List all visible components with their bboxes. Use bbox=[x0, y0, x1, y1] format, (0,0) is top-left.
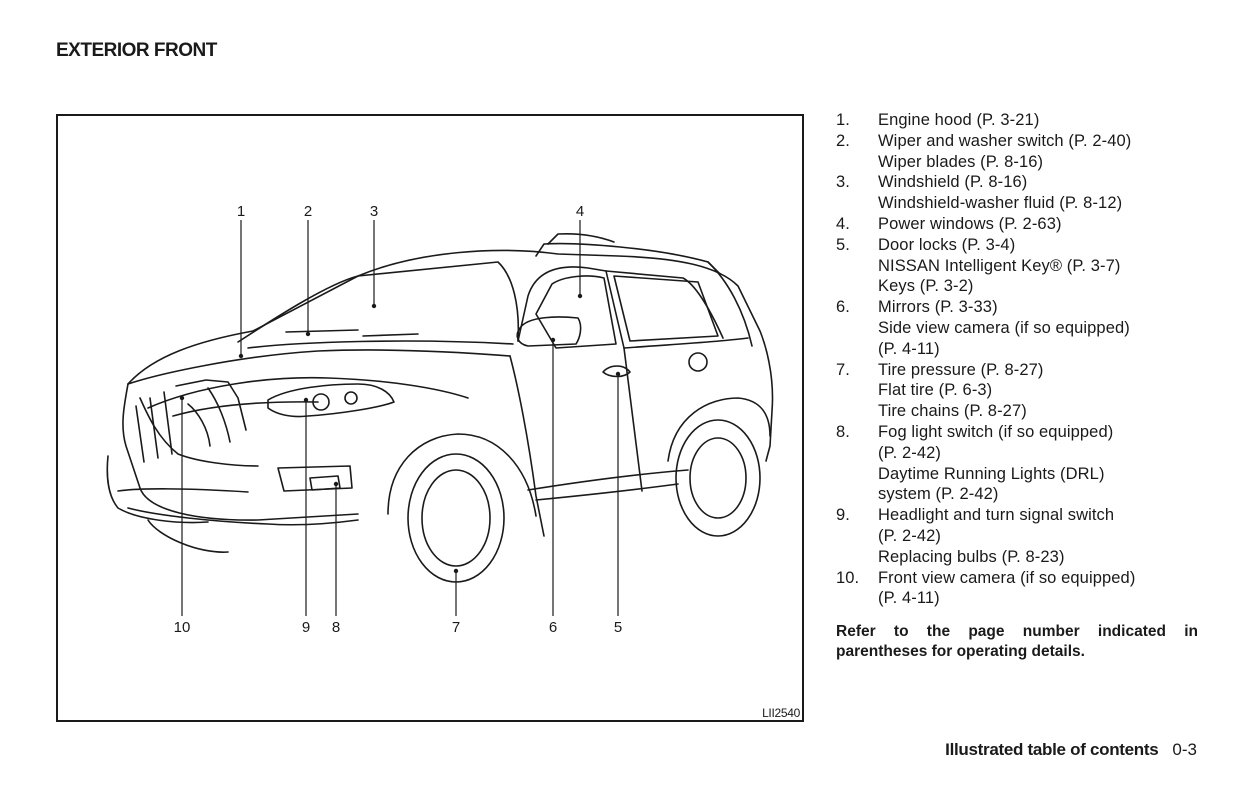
list-item-text: NISSAN Intelligent Key® (P. 3-7) bbox=[878, 256, 1121, 275]
callout-leader-lines bbox=[181, 220, 619, 616]
list-item: 10. Front view camera (if so equipped) (P.… bbox=[836, 568, 1206, 610]
list-item-number: 7. bbox=[836, 360, 850, 379]
callout-5: 5 bbox=[614, 619, 622, 636]
list-item: 8. Fog light switch (if so equipped) (P. 2… bbox=[836, 422, 1206, 505]
list-item: 2. Wiper and washer switch (P. 2-40) Wiper… bbox=[836, 131, 1206, 173]
list-item-number: 1. bbox=[836, 111, 850, 129]
list-item-text: Windshield-washer fluid (P. 8-12) bbox=[878, 194, 1123, 213]
callout-8: 8 bbox=[332, 619, 340, 636]
component-list: 1. Engine hood (P. 3-21) 2. Wiper and washe… bbox=[836, 110, 1206, 609]
callout-3: 3 bbox=[370, 203, 378, 220]
list-item: 4. Power windows (P. 2-63) bbox=[836, 214, 1206, 235]
list-item-text: Power windows (P. 2-63) bbox=[878, 214, 1062, 233]
list-item-text: Fog light switch (if so equipped) bbox=[878, 422, 1114, 441]
page-number: 0-3 bbox=[1172, 740, 1197, 759]
callout-1: 1 bbox=[237, 203, 245, 220]
list-item-text: (P. 4-11) bbox=[878, 589, 940, 608]
callout-6: 6 bbox=[549, 619, 557, 636]
reference-note: Refer to the page number indicated in pa… bbox=[836, 623, 1198, 660]
callout-10: 10 bbox=[174, 619, 191, 636]
list-item-text: Mirrors (P. 3-33) bbox=[878, 298, 998, 317]
list-item: 5. Door locks (P. 3-4) NISSAN Intelligent … bbox=[836, 235, 1206, 297]
list-item-text: Tire chains (P. 8-27) bbox=[878, 402, 1027, 421]
section-title: EXTERIOR FRONT bbox=[56, 40, 217, 61]
list-item: 6. Mirrors (P. 3-33)Side view camera (if … bbox=[836, 297, 1206, 359]
list-item-text: Door locks (P. 3-4) bbox=[878, 235, 1016, 254]
list-item-number: 6. bbox=[836, 298, 850, 317]
list-item-text: Daytime Running Lights (DRL) bbox=[878, 464, 1105, 483]
figure-code: LII2540 bbox=[762, 706, 800, 720]
list-item-text: (P. 2-42) bbox=[878, 443, 941, 462]
list-item: 3. Windshield (P. 8-16) Windshield-washer … bbox=[836, 172, 1206, 214]
list-item-text: Keys (P. 3-2) bbox=[878, 277, 974, 296]
list-item-text: Side view camera (if so equipped) bbox=[878, 318, 1130, 337]
list-item-text: Engine hood (P. 3-21) bbox=[878, 111, 1040, 129]
page-footer: Illustrated table of contents 0-3 bbox=[945, 740, 1197, 760]
list-item: 7. Tire pressure (P. 8-27) Flat tire (P. 6… bbox=[836, 360, 1206, 422]
list-item-number: 10. bbox=[836, 568, 860, 587]
list-item: 1. Engine hood (P. 3-21) bbox=[836, 110, 1206, 131]
list-item-text: (P. 4-11) bbox=[878, 339, 940, 358]
vehicle-illustration: 1 2 3 4 5 6 7 8 9 10 LII2540 bbox=[56, 114, 804, 722]
callout-7: 7 bbox=[452, 619, 460, 636]
list-item-text: Flat tire (P. 6-3) bbox=[878, 381, 993, 400]
list-item-number: 8. bbox=[836, 422, 850, 441]
list-item-number: 3. bbox=[836, 173, 850, 192]
vehicle-outline bbox=[106, 233, 774, 583]
list-item-text: Tire pressure (P. 8-27) bbox=[878, 360, 1044, 379]
list-item-text: Wiper and washer switch (P. 2-40) bbox=[878, 131, 1132, 150]
list-item-number: 4. bbox=[836, 214, 850, 233]
callout-4: 4 bbox=[576, 203, 584, 220]
list-item-text: (P. 2-42) bbox=[878, 526, 941, 545]
list-item-number: 5. bbox=[836, 235, 850, 254]
list-item-number: 9. bbox=[836, 506, 850, 525]
callout-9: 9 bbox=[302, 619, 310, 636]
list-item-text: Headlight and turn signal switch bbox=[878, 506, 1115, 525]
list-item-number: 2. bbox=[836, 131, 850, 150]
suv-line-drawing: 1 2 3 4 5 6 7 8 9 10 bbox=[106, 203, 774, 636]
callout-2: 2 bbox=[304, 203, 312, 220]
list-item: 9. Headlight and turn signal switch(P. 2-… bbox=[836, 505, 1206, 567]
list-item-text: Replacing bulbs (P. 8-23) bbox=[878, 547, 1065, 566]
callout-dots bbox=[179, 293, 621, 574]
list-item-text: Front view camera (if so equipped) bbox=[878, 568, 1136, 587]
list-item-text: Windshield (P. 8-16) bbox=[878, 173, 1028, 192]
footer-title: Illustrated table of contents bbox=[945, 740, 1159, 759]
list-item-text: system (P. 2-42) bbox=[878, 485, 999, 504]
list-item-text: Wiper blades (P. 8-16) bbox=[878, 152, 1044, 171]
